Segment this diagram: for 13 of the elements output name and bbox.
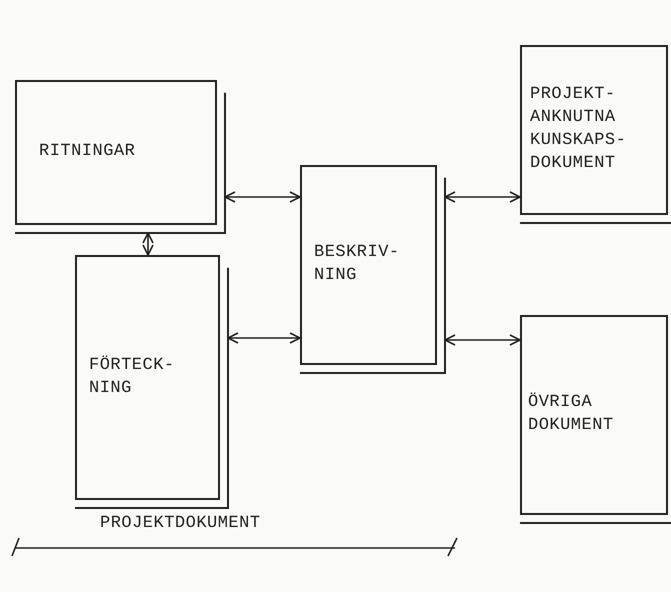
double-arrow [227,332,301,344]
box-label: BESKRIV- NING [314,242,400,287]
double-arrow [142,232,154,256]
box-label: FÖRTECK- NING [89,354,175,400]
dimension-label: PROJEKTDOKUMENT [100,514,261,533]
double-arrow [444,334,521,346]
box-label: ÖVRIGA DOKUMENT [528,392,614,437]
box-label: RITNINGAR [39,141,136,164]
box-label: PROJEKT- ANKNUTNA KUNSKAPS- DOKUMENT [530,84,626,175]
double-arrow [224,191,301,203]
double-arrow [444,191,521,203]
document-box [300,165,437,365]
document-box [15,80,217,225]
